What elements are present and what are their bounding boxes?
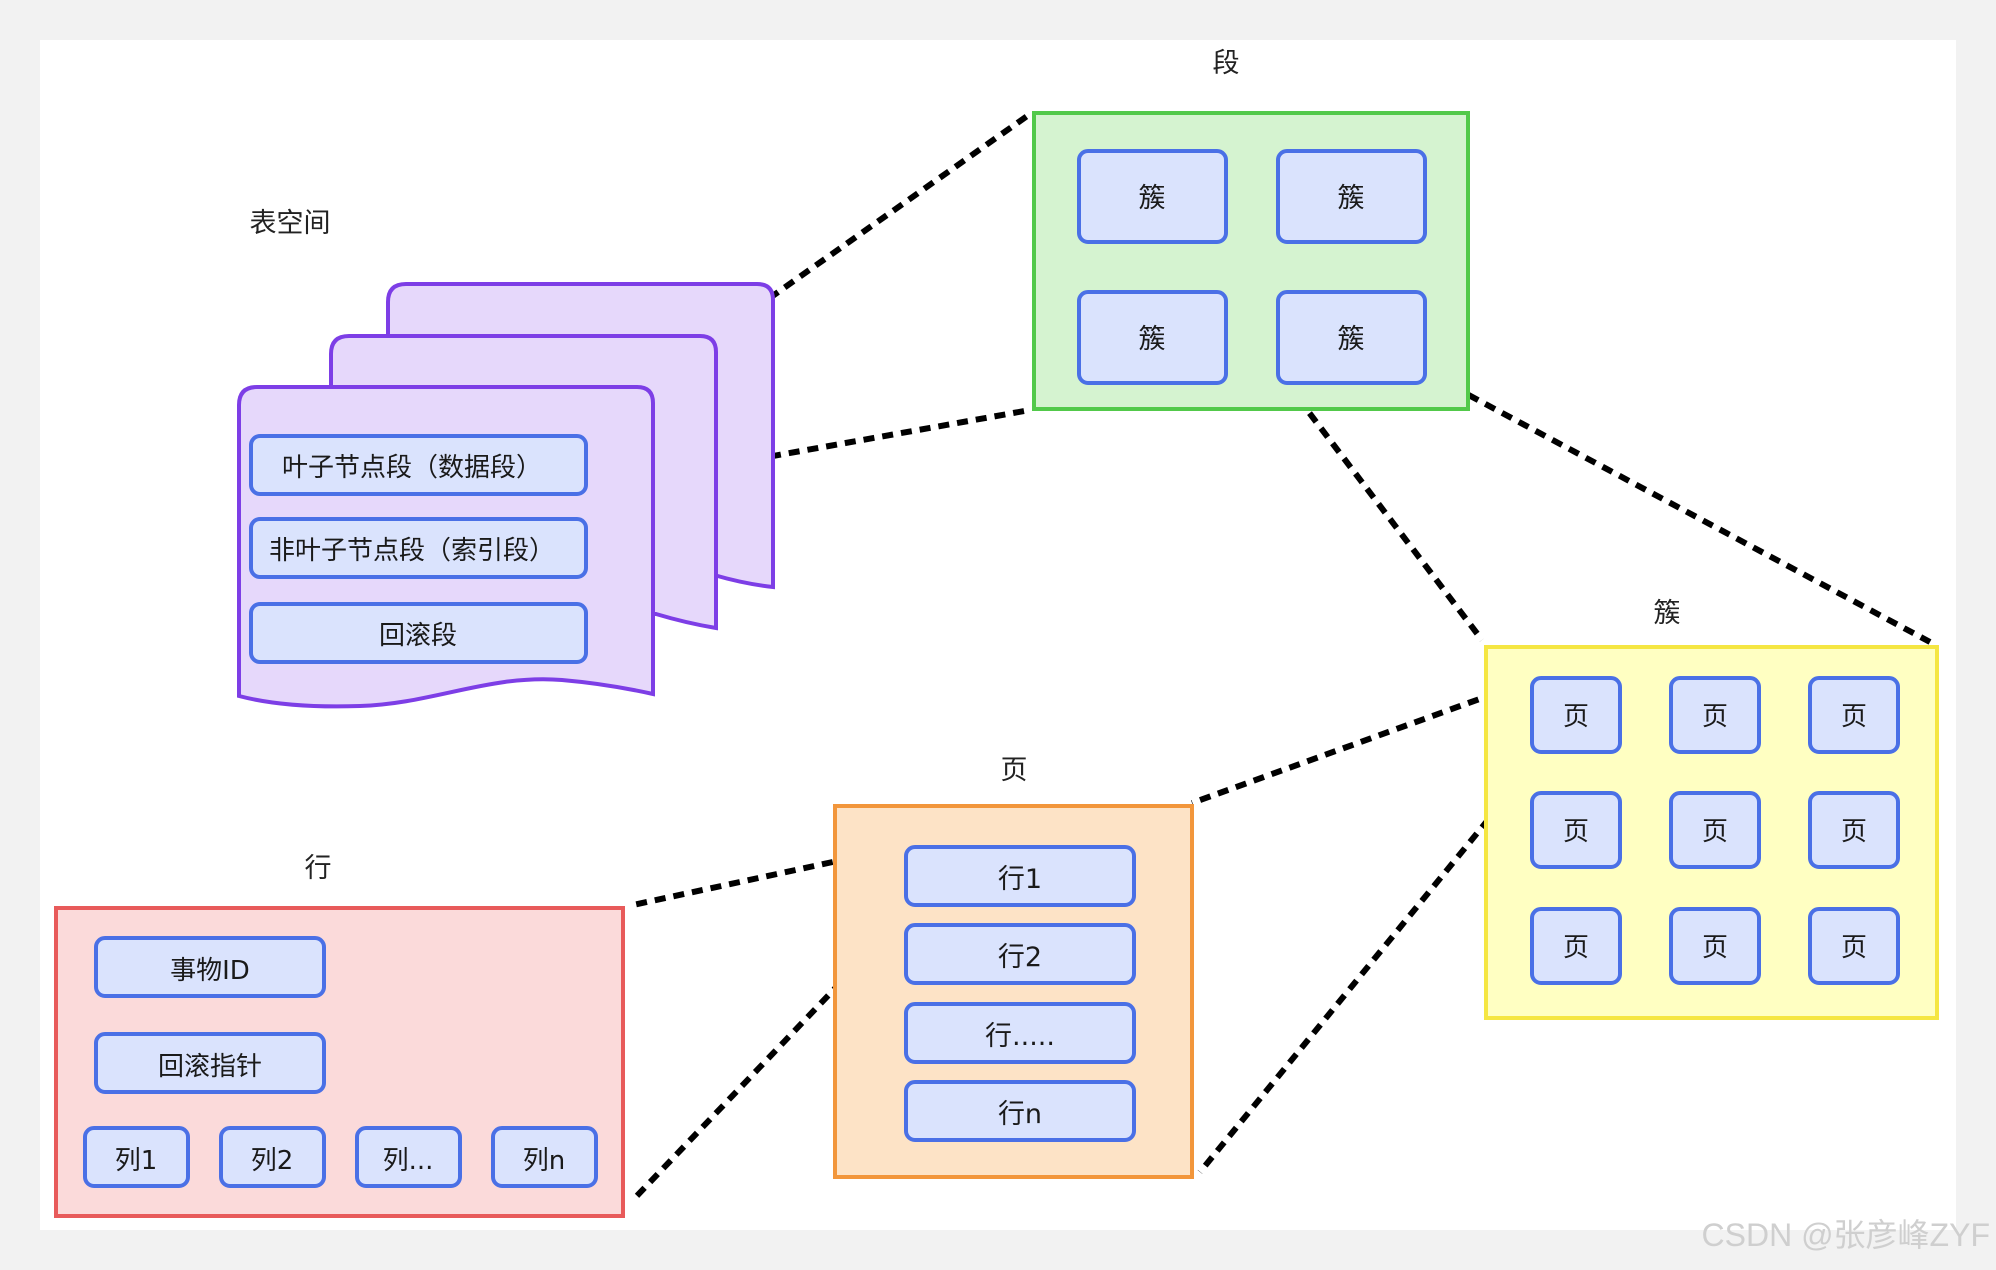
segment-item-2-label: 簇 [1139,324,1166,355]
page-item-3: 行n [904,1080,1136,1142]
row-trx-id: 事物ID [94,936,326,998]
segment-title: 段 [1213,48,1240,79]
extent-item-7: 页 [1669,907,1761,985]
tablespace-item-1-label: 非叶子节点段（索引段） [269,536,555,566]
segment-item-2: 簇 [1077,290,1228,385]
page-item-3-label: 行n [998,1099,1042,1130]
row-trx-id-label: 事物ID [170,956,250,986]
segment-item-3: 簇 [1276,290,1427,385]
row-column-2-label: 列... [383,1146,434,1176]
extent-item-2-label: 页 [1841,702,1867,732]
connector-extent-page-bottom [1197,758,1540,1174]
segment-item-0: 簇 [1077,149,1228,244]
segment-item-1: 簇 [1276,149,1427,244]
connector-tablespace-segment-top [581,111,1032,433]
connector-extent-page-top [1190,677,1534,806]
extent-item-0-label: 页 [1563,702,1589,732]
extent-item-5: 页 [1808,791,1900,869]
row-column-0-label: 列1 [115,1146,158,1176]
extent-item-7-label: 页 [1702,933,1728,963]
extent-item-3: 页 [1530,791,1622,869]
extent-title: 簇 [1654,598,1681,629]
row-column-3-label: 列n [523,1146,565,1176]
row-column-1-label: 列2 [251,1146,294,1176]
watermark: CSDN @张彦峰ZYF [1702,1217,1991,1253]
page-item-0-label: 行1 [998,864,1042,895]
row-roll-ptr-label: 回滚指针 [158,1052,262,1082]
page-item-2: 行..... [904,1002,1136,1064]
row-title: 行 [305,853,332,884]
segment-item-1-label: 簇 [1338,183,1365,214]
extent-item-8-label: 页 [1841,933,1867,963]
extent-item-3-label: 页 [1563,817,1589,847]
extent-item-5-label: 页 [1841,817,1867,847]
tablespace-item-2-label: 回滚段 [379,621,457,651]
row-column-2: 列... [355,1126,462,1188]
extent-item-0: 页 [1530,676,1622,754]
extent-item-4: 页 [1669,791,1761,869]
page-item-0: 行1 [904,845,1136,907]
connector-lines [581,111,1932,1203]
extent-item-2: 页 [1808,676,1900,754]
extent-item-8: 页 [1808,907,1900,985]
extent-item-1-label: 页 [1702,702,1728,732]
tablespace-item-0-label: 叶子节点段（数据段） [282,453,542,483]
row-column-0: 列1 [83,1126,190,1188]
page-title: 页 [1001,755,1028,786]
extent-item-6: 页 [1530,907,1622,985]
extent-item-1: 页 [1669,676,1761,754]
connector-segment-extent-right [1433,374,1932,645]
tablespace-item-2: 回滚段 [249,602,588,664]
tablespace-title: 表空间 [250,208,331,239]
row-column-3: 列n [491,1126,598,1188]
row-roll-ptr: 回滚指针 [94,1032,326,1094]
page-item-1: 行2 [904,923,1136,985]
segment-item-0-label: 簇 [1139,183,1166,214]
page-item-1-label: 行2 [998,942,1042,973]
tablespace-item-1: 非叶子节点段（索引段） [249,517,588,579]
connector-segment-extent-left [1295,396,1485,642]
extent-item-6-label: 页 [1563,933,1589,963]
page-item-2-label: 行..... [985,1021,1055,1052]
tablespace-item-0: 叶子节点段（数据段） [249,434,588,496]
row-column-1: 列2 [219,1126,326,1188]
segment-item-3-label: 簇 [1338,324,1365,355]
extent-item-4-label: 页 [1702,817,1728,847]
